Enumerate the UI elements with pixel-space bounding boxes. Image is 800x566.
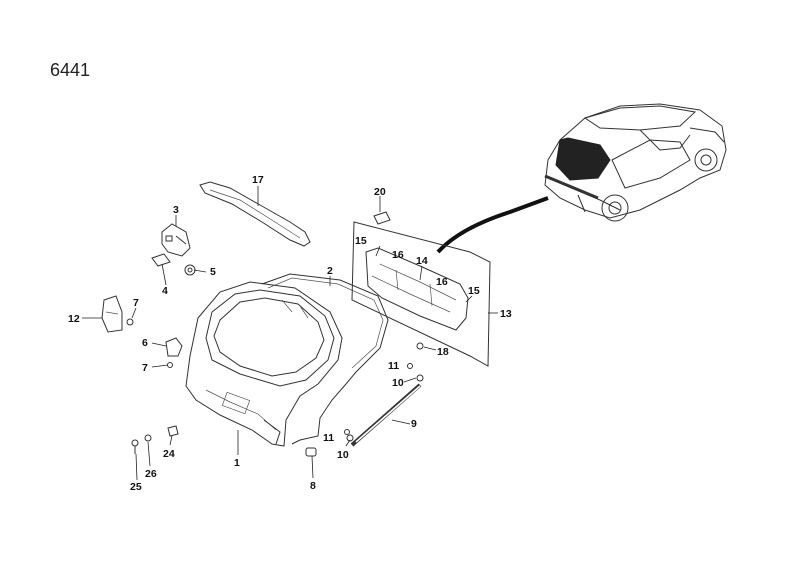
callout-7-upper: 7 (133, 297, 139, 309)
part-4-bracket (151, 253, 171, 267)
callout-25: 25 (130, 481, 142, 493)
callout-20: 20 (374, 186, 386, 198)
part-6-lock (165, 337, 183, 368)
part-9-gas-strut (346, 374, 424, 447)
callout-15-left: 15 (355, 235, 367, 247)
part-12-latch (101, 295, 134, 333)
callout-13: 13 (500, 308, 512, 320)
callout-3: 3 (173, 204, 179, 216)
callout-1: 1 (234, 457, 240, 469)
callout-11-lower: 11 (323, 432, 334, 444)
callout-8: 8 (310, 480, 316, 492)
part-11-ball-stud-upper (407, 363, 413, 369)
part-24-clip (167, 425, 179, 437)
callout-24: 24 (163, 448, 175, 460)
callout-6: 6 (142, 337, 148, 349)
part-14-trim-panel (365, 247, 469, 331)
callout-2: 2 (327, 265, 333, 277)
part-2-seal (261, 273, 389, 445)
callout-10-upper: 10 (392, 377, 404, 389)
callouts: 1 2 3 4 5 6 7 7 8 9 10 10 11 11 12 13 14… (68, 174, 512, 493)
callout-16-left: 16 (392, 249, 404, 261)
callout-14: 14 (416, 255, 428, 267)
callout-15-right: 15 (468, 285, 480, 297)
leader-lines (82, 186, 498, 481)
diagram-code: 6441 (50, 60, 91, 80)
car-illustration (544, 103, 727, 222)
callout-26: 26 (145, 468, 157, 480)
callout-16-right: 16 (436, 276, 448, 288)
part-17-spoiler (199, 181, 311, 247)
part-25-bolt (131, 439, 139, 454)
part-20-clip (373, 211, 391, 225)
callout-9: 9 (411, 418, 417, 430)
part-26-washer (144, 434, 152, 442)
part-18-screw (416, 342, 424, 350)
callout-18: 18 (437, 346, 449, 358)
part-5-nut (184, 264, 196, 276)
part-3-hinge (161, 223, 191, 257)
weatherstrip-pointer (436, 196, 549, 254)
callout-5: 5 (210, 266, 216, 278)
callout-7-lower: 7 (142, 362, 148, 374)
part-8-bump-stop (305, 447, 317, 457)
callout-10-lower: 10 (337, 449, 349, 461)
part-13-group-box (351, 221, 491, 367)
part-2-seal-inner (267, 277, 384, 369)
callout-12: 12 (68, 313, 80, 325)
part-11-ball-stud-lower (344, 429, 350, 435)
part-1-tailgate (185, 281, 343, 447)
callout-11-upper: 11 (388, 360, 399, 372)
callout-4: 4 (162, 285, 168, 297)
callout-17: 17 (252, 174, 264, 186)
